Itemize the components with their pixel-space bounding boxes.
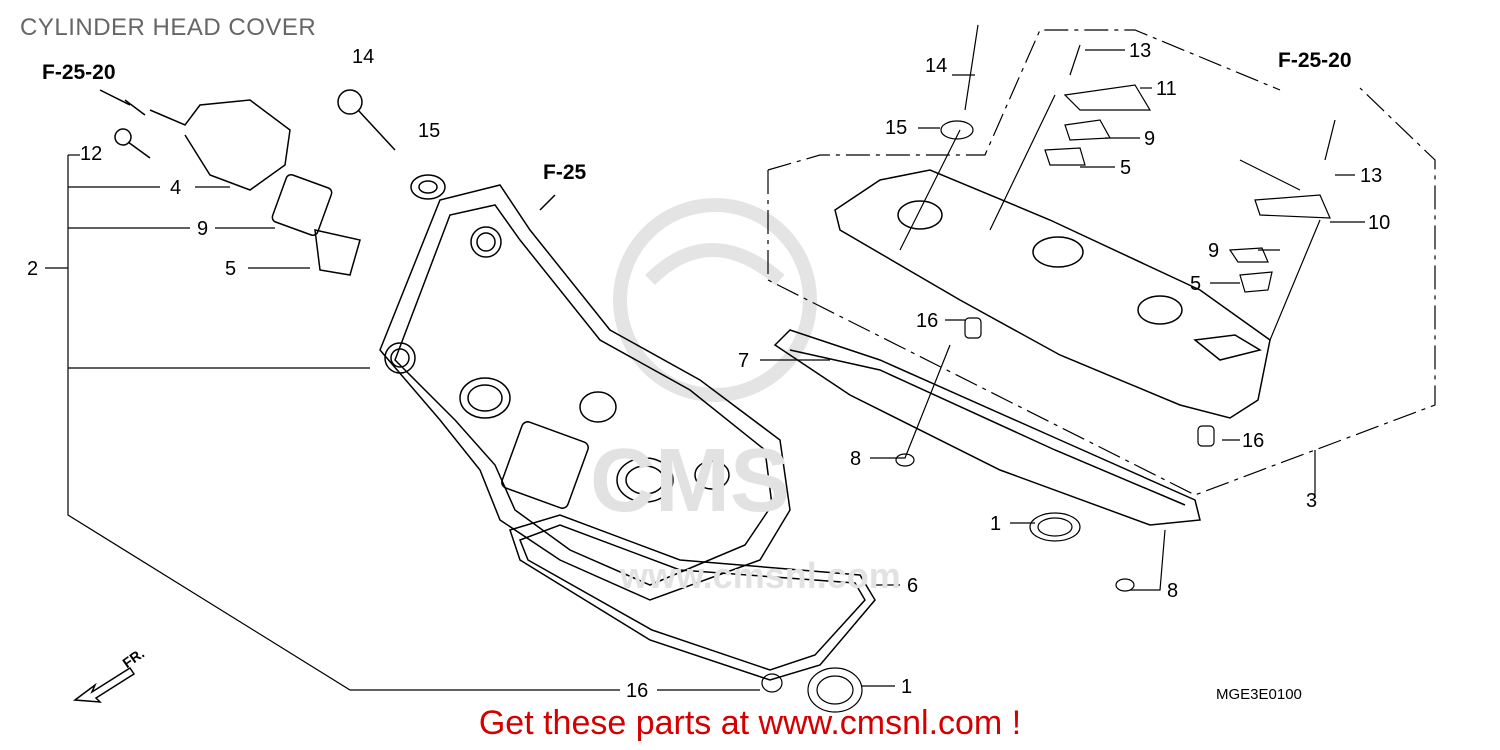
callout-13[interactable]: 13 <box>1360 165 1383 187</box>
callout-5[interactable]: 5 <box>1120 157 1132 179</box>
callout-7[interactable]: 7 <box>738 350 750 372</box>
reference-link-right[interactable]: F-25-20 <box>1278 49 1352 72</box>
left-gasket-part <box>509 514 876 681</box>
watermark-text: CMS <box>590 431 790 531</box>
callout-11[interactable]: 11 <box>1156 78 1177 100</box>
bracket-2-lines <box>45 154 620 691</box>
callout-15[interactable]: 15 <box>885 117 908 139</box>
callout-12[interactable]: 12 <box>80 143 103 165</box>
callout-9[interactable]: 9 <box>197 218 209 240</box>
callout-14[interactable]: 14 <box>352 46 375 68</box>
callout-1[interactable]: 1 <box>990 513 1002 535</box>
callout-14[interactable]: 14 <box>925 55 948 77</box>
callout-2[interactable]: 2 <box>27 258 39 280</box>
bracket-3-lines <box>767 29 1436 496</box>
callout-8[interactable]: 8 <box>850 448 862 470</box>
callout-9[interactable]: 9 <box>1144 128 1156 150</box>
watermark-url: www.cmsnl.com <box>620 555 901 596</box>
callout-9[interactable]: 9 <box>1208 240 1220 262</box>
callout-8[interactable]: 8 <box>1167 580 1179 602</box>
promo-link[interactable]: Get these parts at www.cmsnl.com ! <box>478 704 1022 742</box>
callout-5[interactable]: 5 <box>225 258 237 280</box>
callout-15[interactable]: 15 <box>418 120 441 142</box>
callout-16[interactable]: 16 <box>916 310 939 332</box>
reference-link-center[interactable]: F-25 <box>543 161 587 184</box>
callout-6[interactable]: 6 <box>907 575 919 597</box>
callout-13[interactable]: 13 <box>1129 40 1152 62</box>
callout-16[interactable]: 16 <box>1242 430 1265 452</box>
callout-5[interactable]: 5 <box>1190 273 1202 295</box>
left-small-parts <box>99 89 556 276</box>
right-leaders <box>657 24 1365 713</box>
page-title: CYLINDER HEAD COVER <box>20 14 317 41</box>
callout-3[interactable]: 3 <box>1306 490 1318 512</box>
ref-arrow-left <box>99 89 131 106</box>
callout-10[interactable]: 10 <box>1368 212 1391 234</box>
watermark-logo <box>613 198 817 402</box>
reference-link-left[interactable]: F-25-20 <box>42 61 116 84</box>
left-head-cover-part <box>379 184 791 601</box>
right-head-cover-part <box>834 169 1271 419</box>
callout-1[interactable]: 1 <box>901 676 913 698</box>
front-arrow-icon <box>72 666 136 703</box>
callout-4[interactable]: 4 <box>170 177 182 199</box>
right-gasket-part <box>773 329 1201 526</box>
callout-16[interactable]: 16 <box>626 680 649 702</box>
diagram-code: MGE3E0100 <box>1216 686 1302 703</box>
